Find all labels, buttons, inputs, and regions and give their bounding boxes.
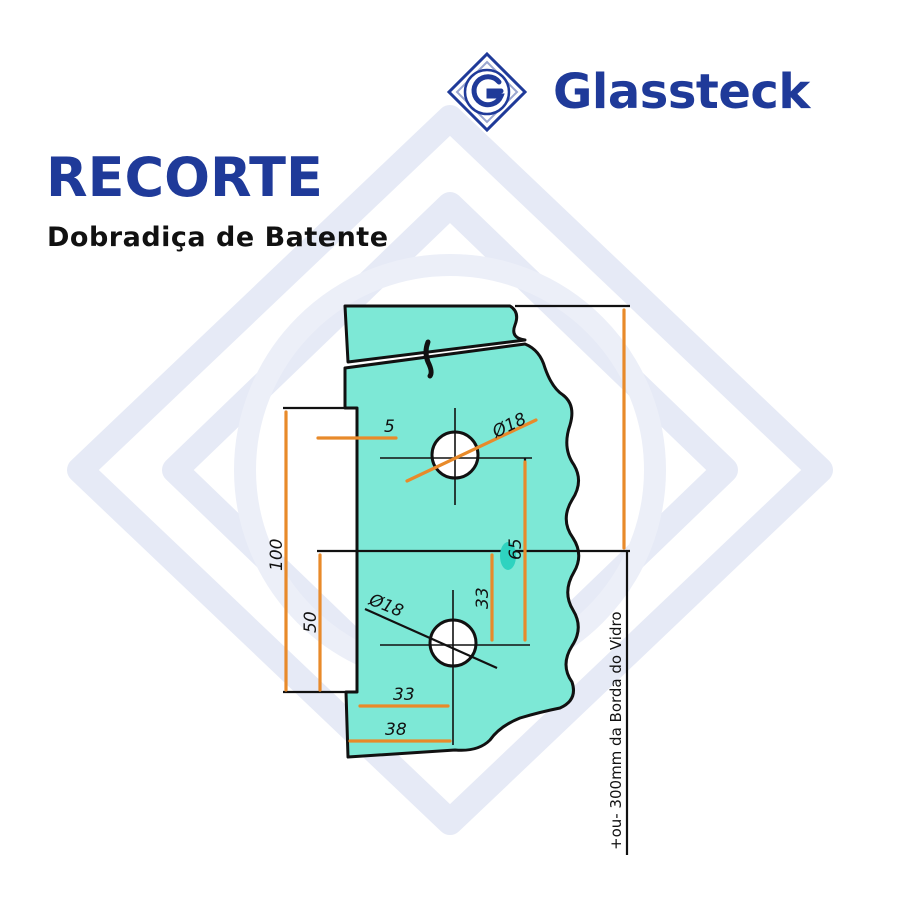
- label-total-height: 100: [267, 539, 287, 571]
- dim-line-diameter-top: [405, 418, 538, 483]
- label-hole-offset: 33: [473, 587, 493, 609]
- label-edge-note: +ou- 300mm da Borda do Vidro: [607, 612, 625, 851]
- label-notch-width: 38: [385, 720, 407, 740]
- page-title: RECORTE: [46, 146, 323, 209]
- label-hole-edge-distance: 33: [393, 685, 415, 705]
- brand-header: Glassteck: [445, 50, 865, 134]
- label-notch-depth: 5: [384, 417, 395, 437]
- label-hole-spacing: 65: [506, 538, 526, 560]
- marker-dot: [500, 542, 516, 570]
- glass-top-fragment: [343, 304, 527, 364]
- glassteck-g-logo-icon: [446, 51, 528, 133]
- label-lower-height: 50: [301, 611, 321, 633]
- break-symbol: [423, 339, 434, 379]
- dim-line-diameter-bottom: [364, 607, 498, 670]
- page-subtitle: Dobradiça de Batente: [47, 222, 389, 253]
- brand-name: Glassteck: [553, 64, 810, 120]
